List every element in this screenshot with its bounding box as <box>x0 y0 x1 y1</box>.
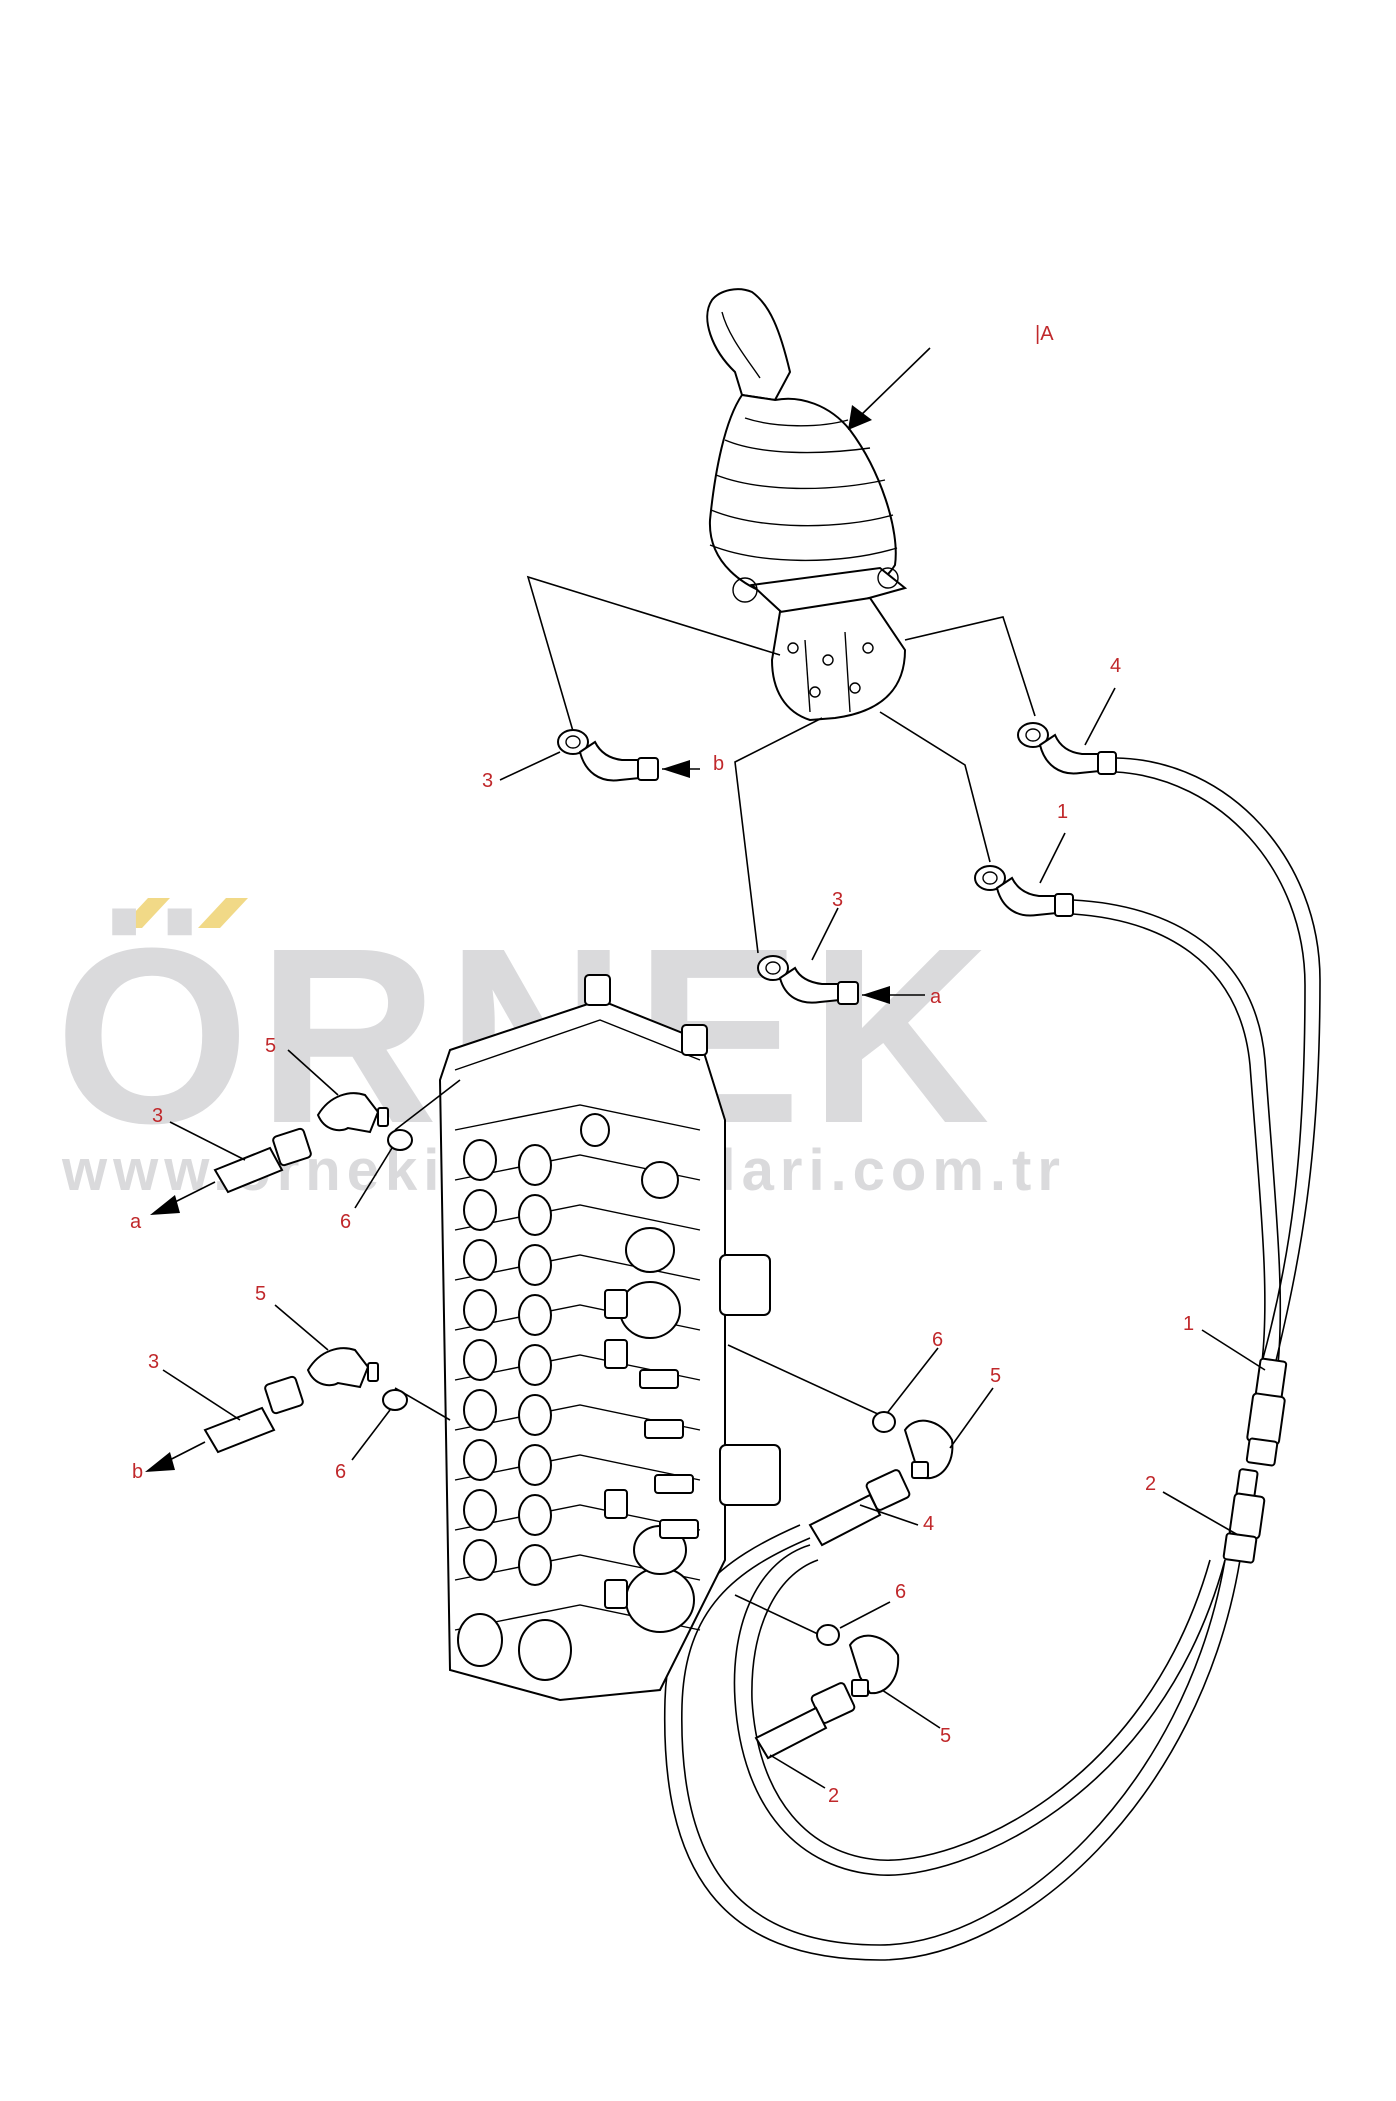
callout-label: b <box>132 1461 143 1483</box>
fitting-3-top <box>557 729 700 782</box>
inline-connector-2 <box>1222 1468 1266 1564</box>
valve-ports <box>457 1113 695 1681</box>
view-arrow-head <box>848 405 872 430</box>
fitting-left-upper <box>150 1092 413 1215</box>
spool-nipples <box>604 1289 699 1609</box>
callout-label: 5 <box>940 1725 951 1747</box>
callout-label: 3 <box>832 889 843 911</box>
callout-label: 6 <box>932 1329 943 1351</box>
callout-label: 1 <box>1057 801 1068 823</box>
callout-label: 6 <box>340 1211 351 1233</box>
fitting-right-upper <box>808 1411 954 1547</box>
callout-label: b <box>713 753 724 775</box>
callout-label: a <box>130 1211 142 1233</box>
port-leader-lines <box>526 575 1036 954</box>
fitting-right-lower <box>754 1624 900 1760</box>
callout-label: 5 <box>990 1365 1001 1387</box>
callout-label: 1 <box>1183 1313 1194 1335</box>
callout-label: 3 <box>148 1351 159 1373</box>
view-arrow <box>857 347 931 419</box>
fitting-left-lower <box>145 1347 408 1472</box>
inline-connector-1 <box>1245 1357 1288 1467</box>
watermark-accent-marks <box>120 898 248 928</box>
control-valve-block <box>438 974 781 1702</box>
callout-label: 3 <box>482 770 493 792</box>
callout-label: 6 <box>335 1461 346 1483</box>
fitting-1-top <box>974 865 1074 917</box>
view-label: |A <box>1035 323 1054 345</box>
callout-labels: |A 3 b 4 1 3 a 5 3 a 6 5 3 b 6 6 5 4 1 2… <box>130 323 1194 1807</box>
fitting-4-top <box>1017 722 1117 775</box>
callout-label: 2 <box>1145 1473 1156 1495</box>
fitting-3-mid <box>757 955 925 1005</box>
callout-label: 4 <box>923 1513 934 1535</box>
callout-label: 5 <box>255 1283 266 1305</box>
callout-label: 6 <box>895 1581 906 1603</box>
callout-label: 2 <box>828 1785 839 1807</box>
joystick-assembly <box>706 288 931 722</box>
callout-label: 4 <box>1110 655 1121 677</box>
callout-leaders <box>162 687 1266 1789</box>
callout-label: a <box>930 986 942 1008</box>
callout-label: 3 <box>152 1105 163 1127</box>
callout-label: 5 <box>265 1035 276 1057</box>
